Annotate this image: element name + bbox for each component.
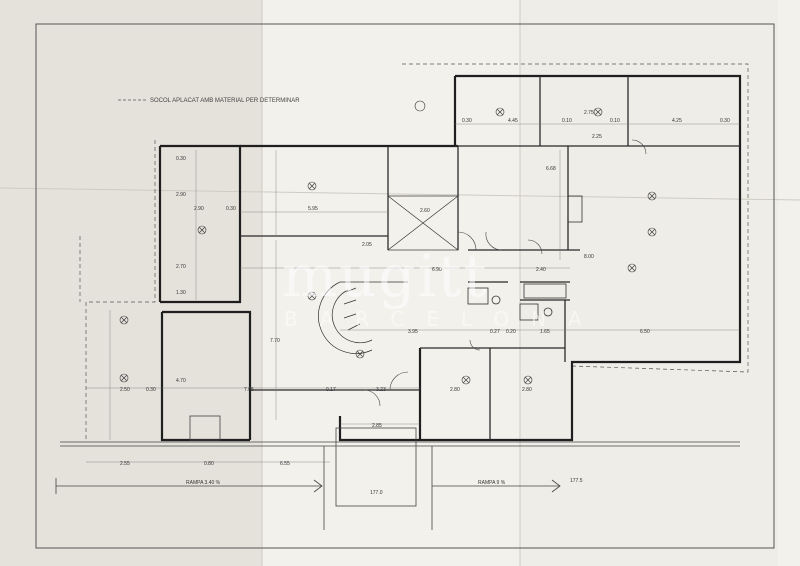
paper-fold-horizontal bbox=[0, 187, 800, 201]
dim-17: 7.05 bbox=[244, 387, 254, 393]
dim-16: 6.50 bbox=[640, 329, 650, 335]
dim-27: 0.20 bbox=[506, 329, 516, 335]
ramp-right-label: RAMPA 9 % bbox=[478, 480, 506, 486]
dim-37: 8.00 bbox=[584, 254, 594, 260]
level-left-label: 177.0 bbox=[370, 490, 383, 496]
dim-39: 1.30 bbox=[176, 290, 186, 296]
dim-1: 0.30 bbox=[462, 118, 472, 124]
dim-11: 0.30 bbox=[226, 206, 236, 212]
dim-5: 0.10 bbox=[610, 118, 620, 124]
dim-19: 3.23 bbox=[376, 387, 386, 393]
plinth-note: SOCOL APLACAT AMB MATERIAL PER DETERMINA… bbox=[150, 98, 300, 104]
dim-21: 2.80 bbox=[522, 387, 532, 393]
dim-30: 2.55 bbox=[120, 461, 130, 467]
dim-9: 2.60 bbox=[420, 208, 430, 214]
dim-7: 0.30 bbox=[720, 118, 730, 124]
bathroom-fixtures bbox=[467, 195, 583, 321]
light-fixtures bbox=[119, 100, 657, 385]
watermark-logo: mugitt bbox=[282, 242, 489, 310]
dim-28: 0.80 bbox=[204, 461, 214, 467]
dim-6: 4.25 bbox=[672, 118, 682, 124]
dim-26: 0.27 bbox=[490, 329, 500, 335]
drawing-frame bbox=[35, 23, 775, 549]
dim-36: 2.25 bbox=[592, 134, 602, 140]
dim-12: 2.05 bbox=[362, 242, 372, 248]
dim-18: 0.17 bbox=[326, 387, 336, 393]
dimension-lines bbox=[86, 123, 740, 463]
level-right-label: 177.5 bbox=[570, 478, 583, 484]
ground-lines bbox=[55, 441, 740, 530]
paper-shadow-left bbox=[0, 0, 262, 566]
door-swings bbox=[363, 139, 647, 407]
entry-porch bbox=[335, 427, 417, 507]
dim-23: 0.30 bbox=[146, 387, 156, 393]
ramp-left-label: RAMPA 3.40 % bbox=[186, 480, 221, 486]
garage-slab bbox=[189, 415, 221, 441]
dim-4: 2.75 bbox=[584, 110, 594, 116]
dim-14: 2.40 bbox=[536, 267, 546, 273]
dim-33: 4.70 bbox=[176, 378, 186, 384]
dim-29: 6.55 bbox=[280, 461, 290, 467]
dim-15: 3.95 bbox=[408, 329, 418, 335]
dim-13: 6.90 bbox=[432, 267, 442, 273]
dim-20: 2.80 bbox=[450, 387, 460, 393]
dim-3: 0.10 bbox=[562, 118, 572, 124]
dim-25: 1.65 bbox=[540, 329, 550, 335]
watermark-subtitle: BARCELONA bbox=[284, 307, 604, 331]
dim-38: 2.70 bbox=[176, 264, 186, 270]
dim-31: 2.90 bbox=[176, 192, 186, 198]
dim-32: 0.30 bbox=[176, 156, 186, 162]
dim-34: 7.70 bbox=[270, 338, 280, 344]
dim-22: 2.50 bbox=[120, 387, 130, 393]
dim-35: 6.68 bbox=[546, 166, 556, 172]
dim-2: 4.45 bbox=[508, 118, 518, 124]
dim-10: 2.90 bbox=[194, 206, 204, 212]
paper-fold-band bbox=[520, 0, 778, 566]
dim-24: 2.85 bbox=[372, 423, 382, 429]
dim-8: 5.95 bbox=[308, 206, 318, 212]
